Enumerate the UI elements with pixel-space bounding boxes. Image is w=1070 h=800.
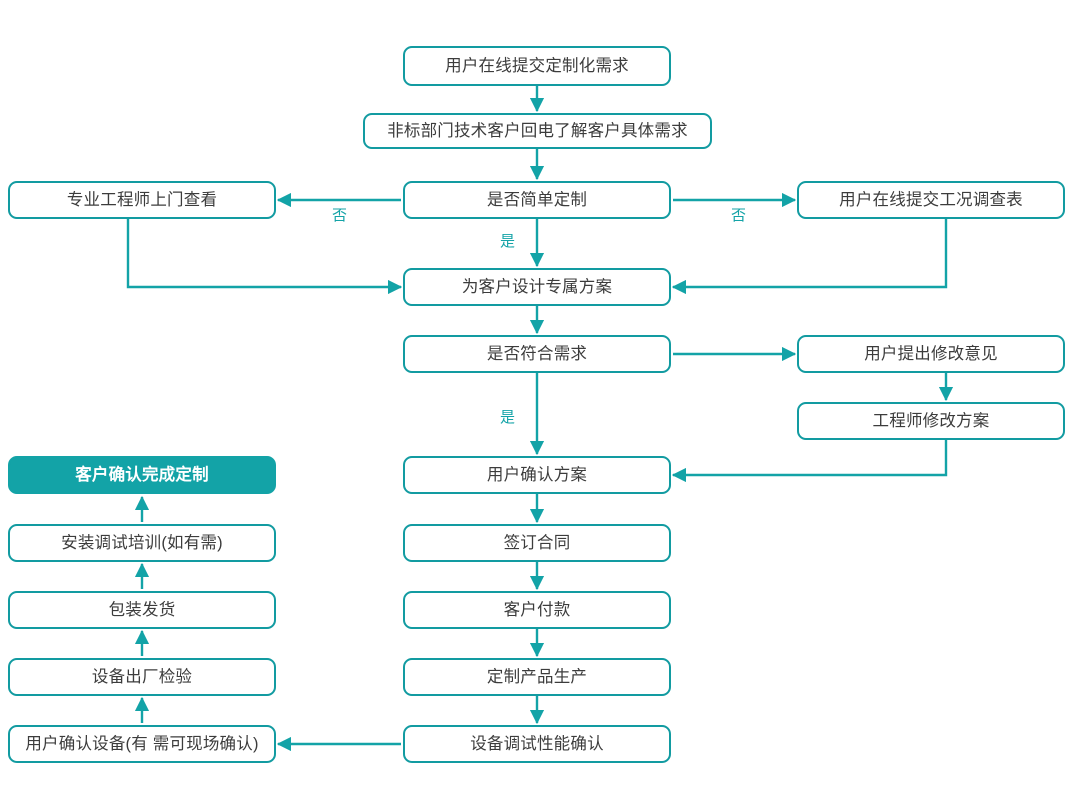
node-user-confirm-solution[interactable]: 用户确认方案 [403, 456, 671, 494]
edge-label-yes-meets: 是 [500, 409, 516, 426]
edge-n4-n6 [126, 219, 403, 295]
edge-n9-n10 [671, 440, 948, 483]
edge-label-no-left: 否 [332, 207, 348, 224]
edge-n5-n6 [671, 219, 948, 295]
edge-label-no-right: 否 [731, 207, 747, 224]
node-user-revision-feedback[interactable]: 用户提出修改意见 [797, 335, 1065, 373]
node-equipment-debug-performance-confirm[interactable]: 设备调试性能确认 [403, 725, 671, 763]
node-user-confirm-equipment[interactable]: 用户确认设备(有 需可现场确认) [8, 725, 276, 763]
node-installation-training[interactable]: 安装调试培训(如有需) [8, 524, 276, 562]
node-factory-inspection[interactable]: 设备出厂检验 [8, 658, 276, 696]
node-nonstandard-dept-callback[interactable]: 非标部门技术客户回电了解客户具体需求 [363, 113, 712, 149]
node-user-submit-condition-survey[interactable]: 用户在线提交工况调查表 [797, 181, 1065, 219]
node-user-submit-custom-request[interactable]: 用户在线提交定制化需求 [403, 46, 671, 86]
node-meets-requirements[interactable]: 是否符合需求 [403, 335, 671, 373]
edge-label-yes-simple: 是 [500, 233, 516, 250]
node-engineer-onsite-inspection[interactable]: 专业工程师上门查看 [8, 181, 276, 219]
node-packaging-shipment[interactable]: 包装发货 [8, 591, 276, 629]
node-design-exclusive-solution[interactable]: 为客户设计专属方案 [403, 268, 671, 306]
node-sign-contract[interactable]: 签订合同 [403, 524, 671, 562]
node-customer-payment[interactable]: 客户付款 [403, 591, 671, 629]
node-engineer-revise-solution[interactable]: 工程师修改方案 [797, 402, 1065, 440]
node-custom-product-manufacturing[interactable]: 定制产品生产 [403, 658, 671, 696]
node-customer-confirm-completion[interactable]: 客户确认完成定制 [8, 456, 276, 494]
node-is-simple-customization[interactable]: 是否简单定制 [403, 181, 671, 219]
